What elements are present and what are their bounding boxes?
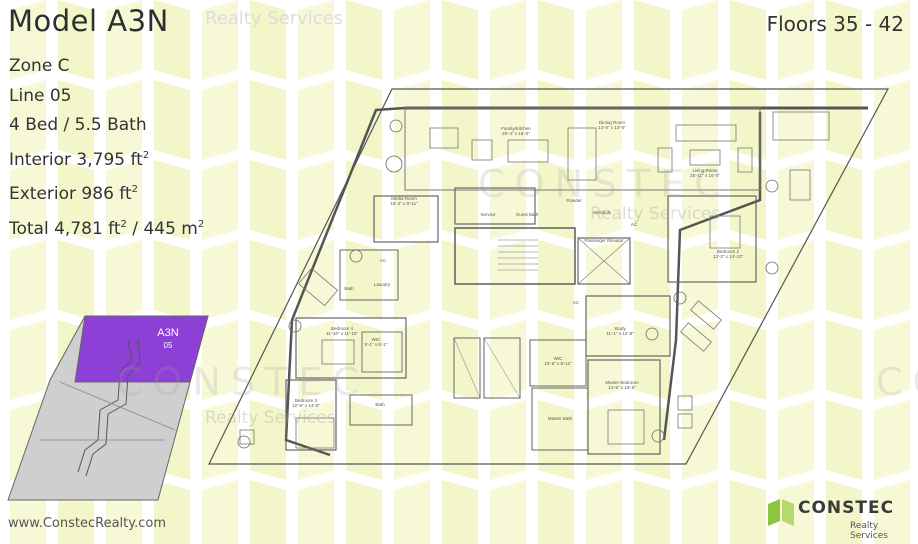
dim-family-kitchen: 26'-4" x 15'-0": [502, 131, 530, 136]
label-ac-left: AC: [380, 258, 387, 263]
beds-baths-label: 4 Bed / 5.5 Bath: [9, 115, 147, 135]
living-sofa: [675, 124, 737, 142]
logo-sub: Realty Services: [850, 521, 888, 541]
dim-wic-master: 10'-6" x 8'-11": [544, 361, 572, 366]
key-plan-unit: A3N: [157, 327, 178, 339]
label-laundry: Laundry: [374, 282, 391, 287]
label-media: Media Room: [391, 196, 417, 201]
dim-dining: 14'-0" x 13'-0": [598, 125, 626, 130]
label-bath-b3: Bath: [375, 402, 385, 407]
bedroom2: [667, 195, 757, 283]
watermark-center-top: CONSTEC: [478, 162, 731, 206]
interior-area: Interior 3,795 ft2: [9, 149, 150, 170]
master-bedroom: [587, 359, 661, 455]
label-elevator: Passenger Elevator: [584, 238, 624, 243]
watermark-right: CONSTEC: [876, 360, 918, 404]
watermark-center-top-sub: Realty Services: [590, 204, 721, 224]
key-plan-highlight: [74, 315, 209, 383]
stair-core: [454, 227, 576, 285]
brand-faint-text: Realty Services: [205, 8, 344, 29]
label-bedroom4: Bedroom 4: [331, 326, 354, 331]
balcony-outline: [208, 88, 890, 465]
watermark-left: CONSTEC: [116, 360, 369, 404]
dim-bedroom4: 11'-10" x 11'-10": [326, 331, 358, 336]
label-wic-master: WIC: [554, 356, 563, 361]
unit-specs: Zone C Line 05 4 Bed / 5.5 Bath Interior…: [9, 52, 204, 244]
label-wic-b4: WIC: [372, 337, 381, 342]
website-link[interactable]: www.ConstecRealty.com: [8, 516, 166, 531]
dim-master-bedroom: 14'-5" x 19'-5": [608, 385, 636, 390]
dim-bedroom2: 13'-3" x 14'-10": [713, 254, 744, 259]
label-master-bath: Master Bath: [548, 416, 573, 421]
label-living: Living Room: [692, 168, 717, 173]
dim-study: 11'-1" x 12'-8": [606, 331, 634, 336]
label-family-kitchen: Family/Kitchen: [501, 126, 531, 131]
passenger-elevator: [577, 237, 631, 285]
model-title: Model A3N: [8, 4, 169, 38]
study: [585, 295, 671, 357]
dim-bedroom3: 12'-8" x 14'-0": [292, 403, 320, 408]
key-plan-line: 05: [164, 341, 173, 350]
logo-name: CONSTEC: [798, 498, 895, 518]
label-dining: Dining Room: [599, 120, 625, 125]
constec-logo-icon: [768, 499, 794, 526]
label-powder: Powder: [566, 198, 582, 203]
dim-media: 16'-2" x 9'-11": [390, 201, 418, 206]
constec-logo: CONSTEC Realty Services: [768, 495, 910, 541]
label-study: Study: [614, 326, 626, 331]
bedroom3: [285, 379, 337, 451]
label-bedroom3: Bedroom 3: [295, 398, 318, 403]
label-service: Service: [480, 212, 496, 217]
floors-label: Floors 35 - 42: [766, 12, 904, 36]
dim-living: 25'-11" x 16'-0": [690, 173, 720, 178]
key-plan: A3N 05: [7, 315, 209, 501]
dim-wic-b4: 5'-1" x 6'-1": [365, 342, 388, 347]
label-bedroom2: Bedroom 2: [717, 249, 740, 254]
watermark-left-sub: Realty Services: [205, 408, 336, 428]
zone-label: Zone C: [9, 56, 70, 76]
media-room: [373, 195, 439, 243]
label-master-bedroom: Master Bedroom: [605, 380, 639, 385]
label-ac-study: AC: [573, 300, 580, 305]
label-bath-b4: Bath: [344, 286, 354, 291]
exterior-area: Exterior 986 ft2: [9, 184, 139, 204]
dining-table: [567, 127, 597, 181]
label-guest-bath: Guest Bath: [516, 212, 539, 217]
line-label: Line 05: [9, 85, 72, 106]
label-vestibule: Vestibule: [593, 210, 612, 215]
label-ac-core: AC: [631, 222, 638, 227]
total-area: Total 4,781 ft2 / 445 m2: [9, 218, 205, 239]
bedroom4: [295, 317, 407, 379]
